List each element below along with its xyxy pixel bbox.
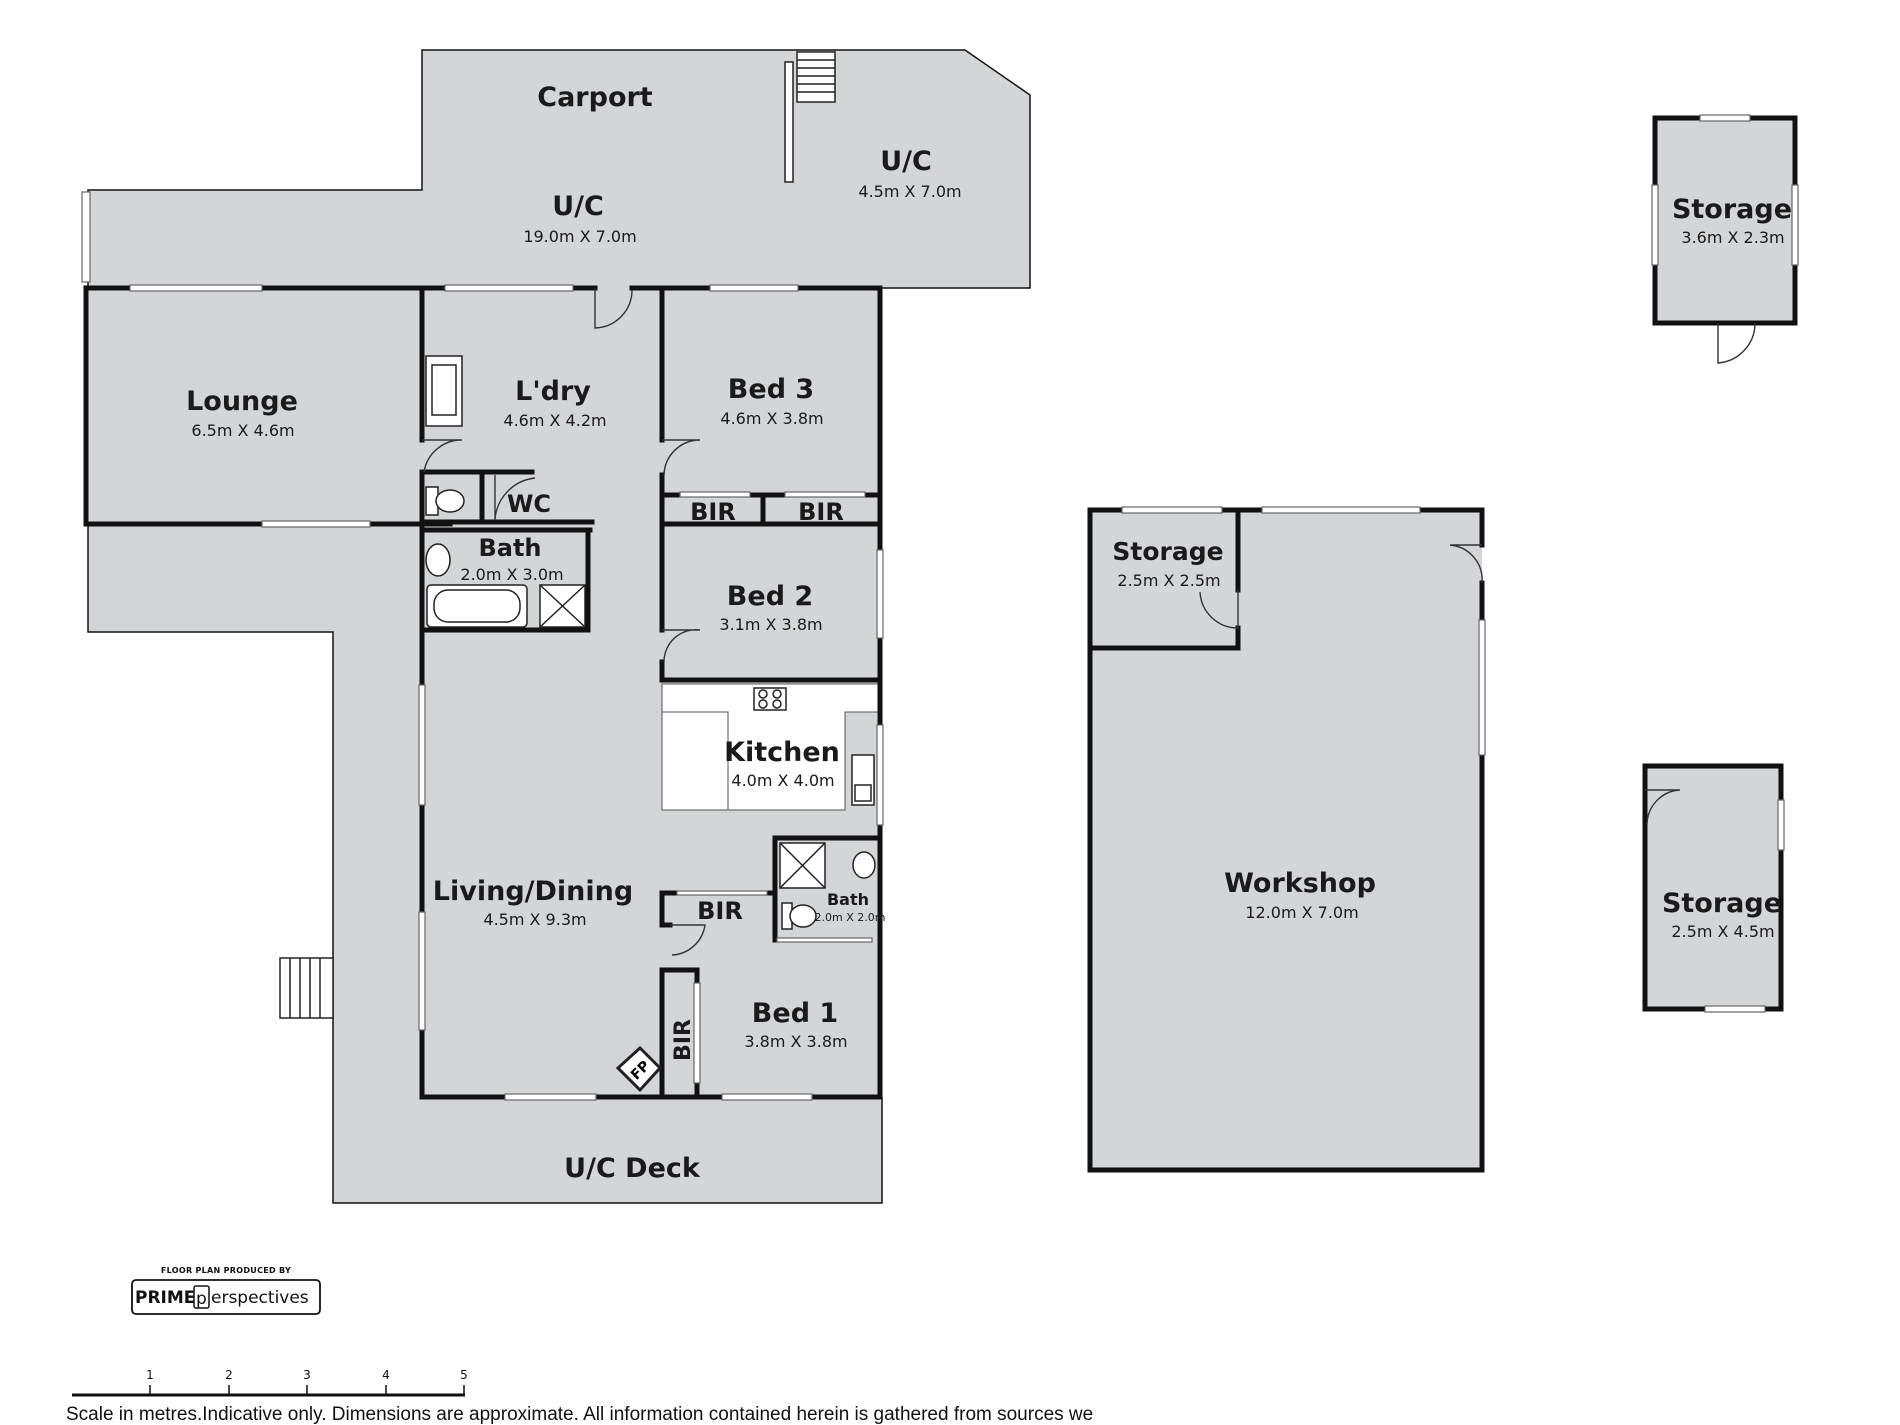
doors [422, 288, 1756, 956]
dim-bath-main: 2.0m X 3.0m [460, 565, 563, 584]
logo-brand-rest: erspectives [211, 1288, 309, 1308]
veranda-stairs-icon [279, 957, 334, 1019]
windows [81, 114, 1799, 1101]
kitchen-bench-lower [661, 711, 729, 811]
dim-laundry: 4.6m X 4.2m [503, 411, 606, 430]
label-bir-1: BIR [690, 498, 736, 526]
floor-areas [86, 50, 1795, 1203]
basin-ensuite [852, 851, 876, 879]
fireplace-icon [615, 1045, 663, 1093]
label-bir-4: BIR [671, 1019, 696, 1061]
dim-bed3: 4.6m X 3.8m [720, 409, 823, 428]
scale-tick-5: 5 [460, 1368, 468, 1382]
scale-tick-2: 2 [225, 1368, 233, 1382]
logo-frame [131, 1279, 321, 1315]
scale-tick-3: 3 [303, 1368, 311, 1382]
dim-uc-main: 19.0m X 7.0m [523, 227, 636, 246]
deck-outline [87, 524, 883, 1204]
label-uc-small: U/C [880, 146, 932, 177]
basin-bath [425, 543, 451, 577]
dim-living: 4.5m X 9.3m [483, 910, 586, 929]
label-deck: U/C Deck [564, 1153, 701, 1184]
carport-outline [87, 49, 1031, 289]
dim-storage-top: 3.6m X 2.3m [1681, 228, 1784, 247]
scale-bar: 1 2 3 4 5 [72, 1368, 468, 1397]
veranda-area [88, 524, 882, 1203]
label-carport: Carport [537, 82, 653, 113]
label-wc: WC [507, 490, 551, 518]
cooktop [753, 687, 787, 711]
dim-uc-small: 4.5m X 7.0m [858, 182, 961, 201]
dim-workshop: 12.0m X 7.0m [1245, 903, 1358, 922]
producer-logo: FLOOR PLAN PRODUCED BY PRIME p erspectiv… [131, 1266, 321, 1315]
dim-bed2: 3.1m X 3.8m [719, 615, 822, 634]
label-bir-3: BIR [697, 897, 743, 925]
label-living: Living/Dining [433, 876, 633, 907]
carport-area [88, 50, 1030, 288]
dim-bed1: 3.8m X 3.8m [744, 1032, 847, 1051]
label-bed3: Bed 3 [728, 374, 814, 405]
label-bath-main: Bath [478, 534, 541, 562]
scale-tick-1: 1 [146, 1368, 154, 1382]
fixtures [279, 51, 876, 1093]
logo-p-icon: p [196, 1289, 207, 1309]
dim-lounge: 6.5m X 4.6m [191, 421, 294, 440]
logo-p-mark [193, 1285, 210, 1309]
carport-stairs-icon [784, 51, 836, 183]
disclaimer-text: Scale in metres.Indicative only. Dimensi… [66, 1404, 1093, 1425]
dim-storage-right: 2.5m X 4.5m [1671, 922, 1774, 941]
dim-bath-ensuite: 2.0m X 2.0m [815, 911, 886, 924]
dim-kitchen: 4.0m X 4.0m [731, 771, 834, 790]
scale-tick-4: 4 [382, 1368, 390, 1382]
room-labels: Carport U/C 19.0m X 7.0m U/C 4.5m X 7.0m… [186, 82, 1792, 1184]
label-kitchen: Kitchen [724, 737, 840, 768]
label-bir-2: BIR [798, 498, 844, 526]
label-storage-top: Storage [1672, 194, 1792, 225]
logo-brand-bold: PRIME [135, 1288, 195, 1308]
label-storage-right: Storage [1662, 888, 1782, 919]
logo-tagline: FLOOR PLAN PRODUCED BY [161, 1266, 291, 1275]
label-bed1: Bed 1 [752, 998, 838, 1029]
label-workshop: Workshop [1224, 868, 1376, 899]
label-storage-ws: Storage [1112, 537, 1223, 566]
label-bed2: Bed 2 [727, 581, 813, 612]
dim-storage-ws: 2.5m X 2.5m [1117, 571, 1220, 590]
label-bath-ensuite: Bath [827, 890, 869, 909]
storage-right-area [1645, 766, 1781, 1009]
label-uc-main: U/C [552, 191, 604, 222]
storage-top-area [1655, 118, 1795, 323]
label-lounge: Lounge [186, 386, 298, 417]
label-laundry: L'dry [515, 376, 591, 407]
workshop-area [1090, 510, 1482, 1170]
